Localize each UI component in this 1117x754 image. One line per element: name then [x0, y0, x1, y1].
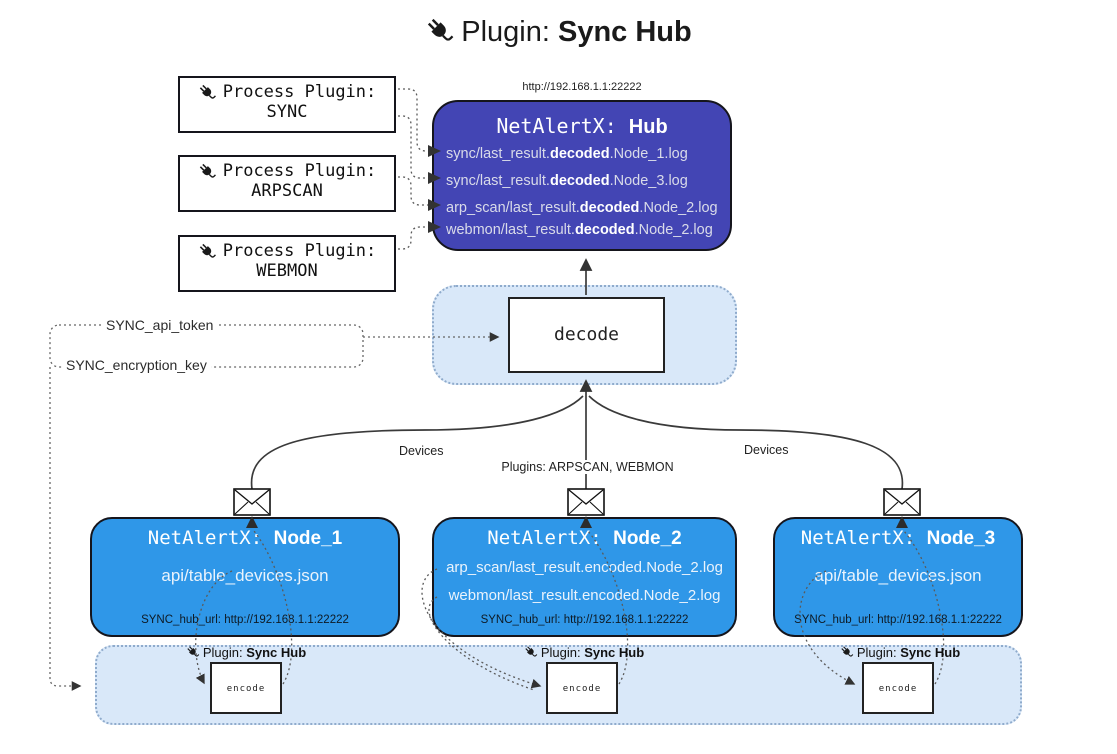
process-plugin-name: ARPSCAN	[251, 181, 323, 201]
page-title: Plugin: Sync Hub	[0, 16, 1117, 49]
plug-icon	[199, 243, 216, 258]
node-title: NetAlertX: Node_3	[800, 527, 996, 549]
node-hub-url: SYNC_hub_url: http://192.168.1.1:22222	[141, 614, 349, 626]
plug-icon	[199, 163, 216, 178]
node-hub-url: SYNC_hub_url: http://192.168.1.1:22222	[794, 614, 1002, 626]
node-1-box: NetAlertX: Node_1 api/table_devices.json…	[90, 517, 400, 637]
envelope-icon	[233, 488, 271, 516]
decode-box: decode	[508, 297, 665, 373]
node-title: NetAlertX: Node_2	[487, 527, 682, 549]
node-file: arp_scan/last_result.encoded.Node_2.log	[446, 559, 723, 576]
node-file: api/table_devices.json	[161, 566, 329, 585]
hub-url: http://192.168.1.1:22222	[522, 81, 642, 93]
envelope-icon	[567, 488, 605, 516]
plugins-edge-label: Plugins: ARPSCAN, WEBMON	[432, 460, 743, 474]
plug-icon	[199, 84, 216, 99]
hub-log-line: arp_scan/last_result.decoded.Node_2.log	[446, 200, 718, 216]
plug-icon	[525, 646, 538, 657]
devices-edge-label-left: Devices	[396, 444, 447, 458]
node-title: NetAlertX: Node_1	[147, 527, 343, 549]
node-3-box: NetAlertX: Node_3 api/table_devices.json…	[773, 517, 1023, 637]
hub-log-line: sync/last_result.decoded.Node_1.log	[446, 146, 688, 162]
hub-log-line: sync/last_result.decoded.Node_3.log	[446, 173, 688, 189]
sync-api-token-label: SYNC_api_token	[102, 317, 218, 333]
plug-icon	[428, 18, 454, 41]
plug-icon	[187, 646, 200, 657]
encode-box: encode	[862, 662, 934, 714]
plug-icon	[841, 646, 854, 657]
band-plugin-label: Plugin: Sync Hub	[494, 645, 674, 660]
hub-title: NetAlertX: Hub	[496, 114, 668, 138]
band-plugin-label: Plugin: Sync Hub	[156, 645, 336, 660]
process-plugin-arpscan: Process Plugin: ARPSCAN	[178, 155, 396, 212]
process-plugin-name: SYNC	[266, 102, 308, 122]
node-hub-url: SYNC_hub_url: http://192.168.1.1:22222	[480, 614, 689, 626]
title-name: Sync Hub	[557, 16, 692, 48]
band-plugin-label: Plugin: Sync Hub	[810, 645, 990, 660]
encode-box: encode	[210, 662, 282, 714]
node-file: webmon/last_result.encoded.Node_2.log	[448, 587, 721, 604]
process-plugin-name: WEBMON	[256, 261, 318, 281]
node-file: api/table_devices.json	[814, 566, 982, 585]
envelope-icon	[883, 488, 921, 516]
hub-log-line: webmon/last_result.decoded.Node_2.log	[446, 222, 713, 238]
node-2-box: NetAlertX: Node_2 arp_scan/last_result.e…	[432, 517, 737, 637]
title-label: Plugin:	[461, 16, 550, 48]
devices-edge-label-right: Devices	[741, 443, 792, 457]
sync-encryption-key-label: SYNC_encryption_key	[62, 357, 211, 373]
encode-box: encode	[546, 662, 618, 714]
hub-box: NetAlertX: Hub sync/last_result.decoded.…	[432, 100, 732, 251]
process-plugin-sync: Process Plugin: SYNC	[178, 76, 396, 133]
process-plugin-webmon: Process Plugin: WEBMON	[178, 235, 396, 292]
